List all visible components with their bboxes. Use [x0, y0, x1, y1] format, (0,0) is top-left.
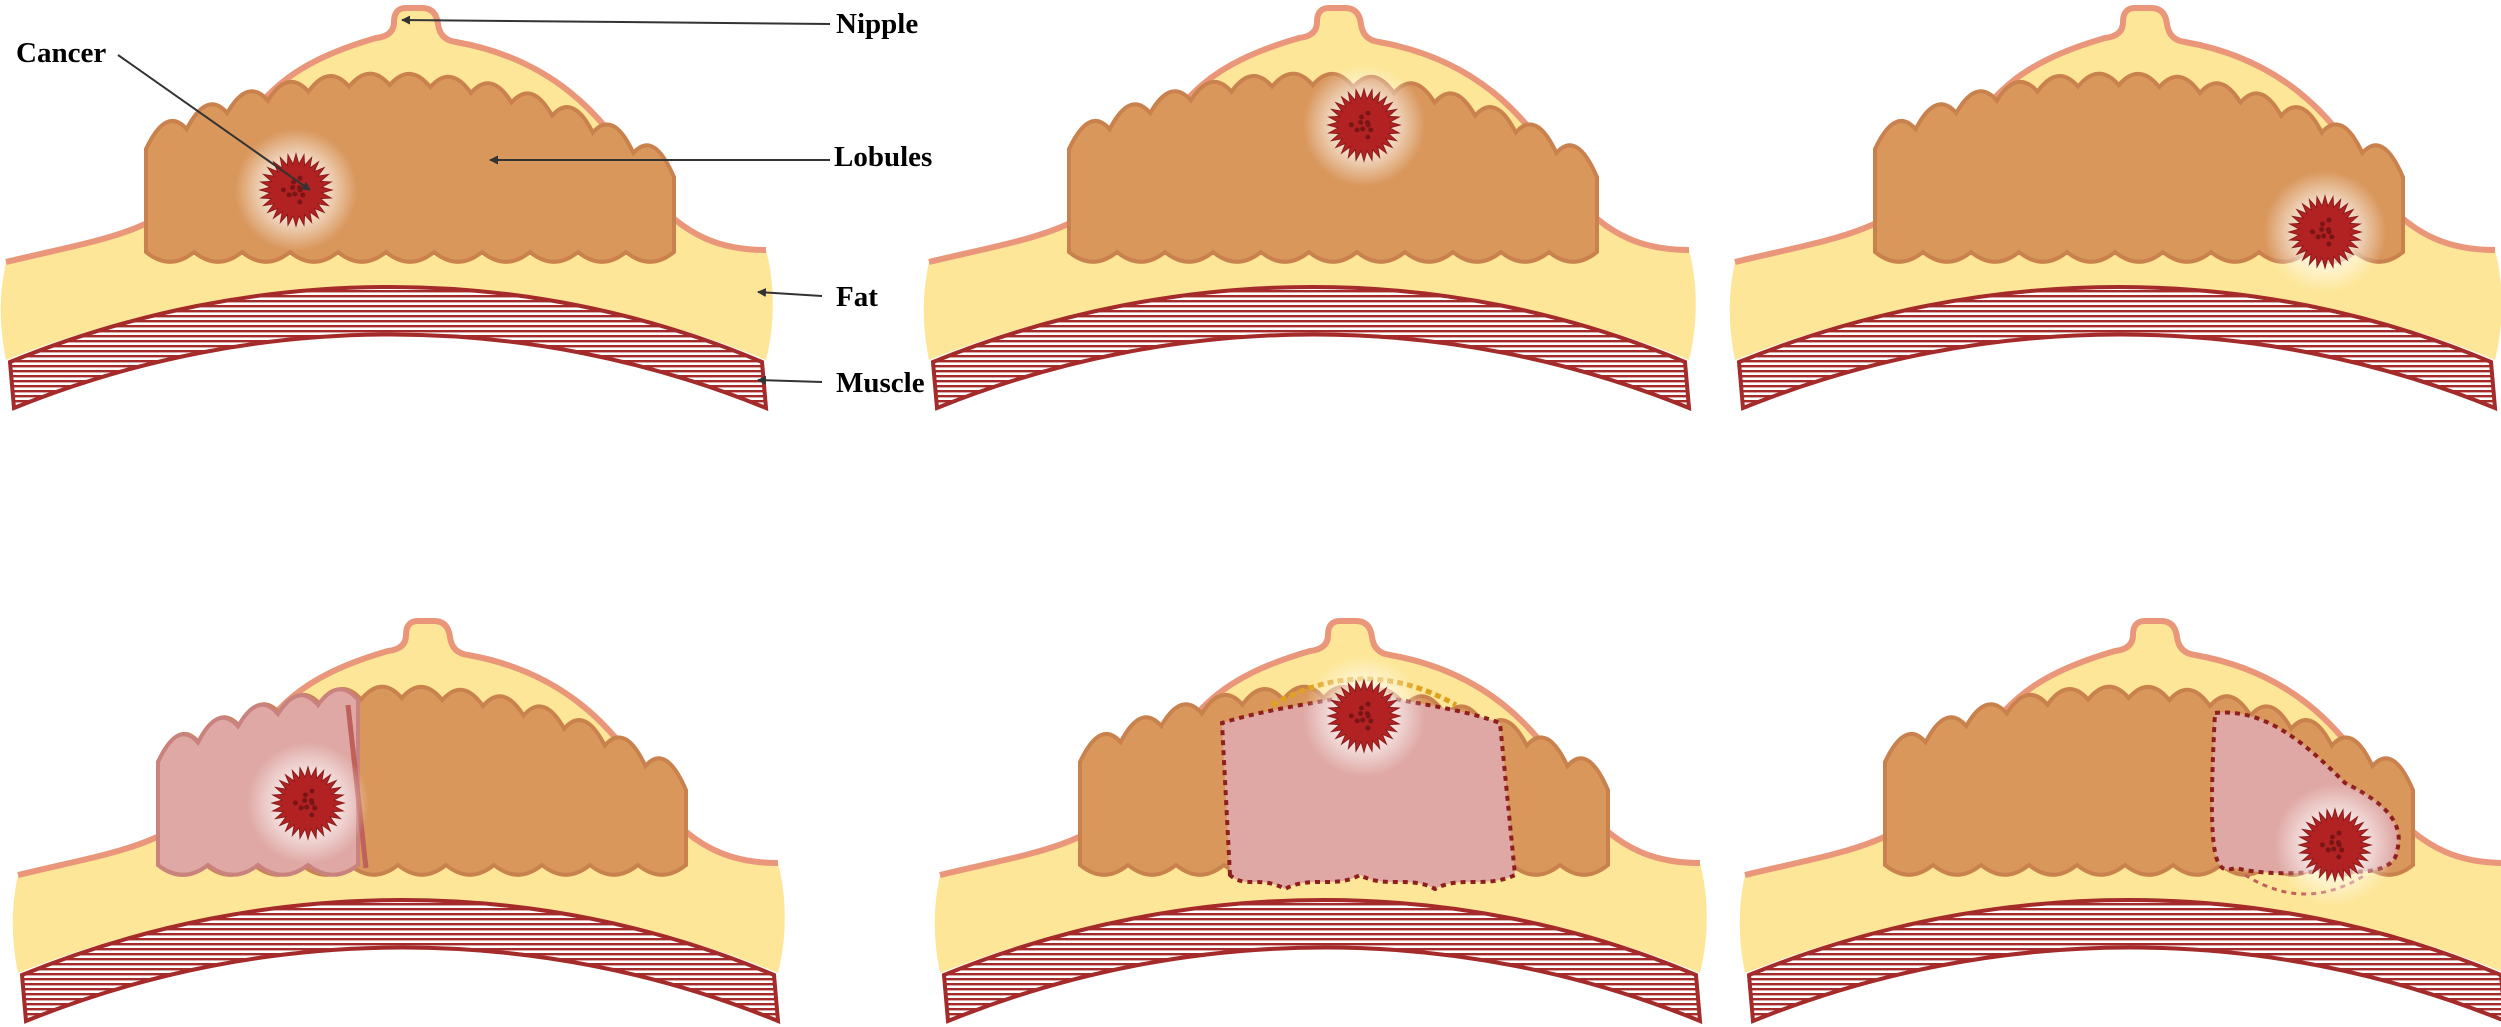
tumor-texture — [2331, 846, 2336, 851]
tumor-texture — [2336, 854, 2341, 859]
tumor-texture — [297, 185, 302, 190]
tumor-texture — [2320, 221, 2325, 226]
tumor-texture — [1360, 126, 1365, 131]
breast-panel-bottom-middle — [935, 621, 1707, 1021]
tumor-texture — [2336, 840, 2341, 845]
breast-panel-top-right — [1730, 8, 2501, 408]
nipple-label: Nipple — [836, 8, 918, 40]
tumor-texture — [2326, 227, 2331, 232]
tumor-texture — [1365, 711, 1370, 716]
tumor-texture — [309, 798, 314, 803]
tumor-texture — [2327, 218, 2332, 223]
nipple-pointer — [402, 20, 830, 24]
tumor-texture — [2321, 233, 2326, 238]
tumor-texture — [281, 187, 286, 192]
tumor-texture — [297, 199, 302, 204]
tumor-texture — [2319, 227, 2324, 232]
tumor-texture — [2316, 234, 2321, 239]
tumor-texture — [292, 191, 297, 196]
tumor-texture — [300, 192, 305, 197]
breast-panel-top-left — [1, 8, 773, 408]
tumor-texture — [1349, 713, 1354, 718]
tumor-texture — [1359, 114, 1364, 119]
fat-label: Fat — [836, 281, 878, 313]
tumor-texture — [312, 805, 317, 810]
tumor-texture — [1368, 127, 1373, 132]
tumor-texture — [1358, 120, 1363, 125]
tumor-texture — [304, 804, 309, 809]
tumor-texture — [2310, 229, 2315, 234]
lobules-label: Lobules — [834, 141, 932, 173]
tumor-texture — [2329, 840, 2334, 845]
tumor-texture — [2326, 847, 2331, 852]
breast-panel-top-middle — [924, 8, 1696, 408]
tumor-texture — [1368, 718, 1373, 723]
muscle-pointer — [758, 380, 822, 382]
tumor-texture — [1358, 711, 1363, 716]
tumor-texture — [2337, 831, 2342, 836]
tumor-texture — [1360, 717, 1365, 722]
tumor-texture — [1365, 725, 1370, 730]
tumor-texture — [302, 798, 307, 803]
tumor-texture — [1365, 134, 1370, 139]
tumor-texture — [2326, 241, 2331, 246]
tumor-texture — [303, 792, 308, 797]
cancer-label: Cancer — [16, 37, 106, 69]
tumor-texture — [309, 812, 314, 817]
tumor-texture — [293, 800, 298, 805]
tumor-texture — [2329, 234, 2334, 239]
tumor-texture — [290, 185, 295, 190]
tumor-texture — [2339, 847, 2344, 852]
breast-panel-bottom-right — [1740, 621, 2501, 1021]
tumor-texture — [2330, 834, 2335, 839]
tumor-texture — [1366, 111, 1371, 116]
tumor-texture — [310, 789, 315, 794]
tumor-texture — [1355, 127, 1360, 132]
tumor-texture — [1349, 122, 1354, 127]
tumor-texture — [1366, 702, 1371, 707]
tumor-texture — [1355, 718, 1360, 723]
tumor-texture — [299, 805, 304, 810]
lobules — [146, 74, 674, 262]
tumor-texture — [2320, 842, 2325, 847]
tumor-texture — [1365, 120, 1370, 125]
muscle-label: Muscle — [836, 367, 925, 399]
tumor-texture — [298, 176, 303, 181]
tumor-texture — [1359, 705, 1364, 710]
breast-panel-bottom-left — [13, 621, 785, 1021]
tumor-texture — [287, 192, 292, 197]
